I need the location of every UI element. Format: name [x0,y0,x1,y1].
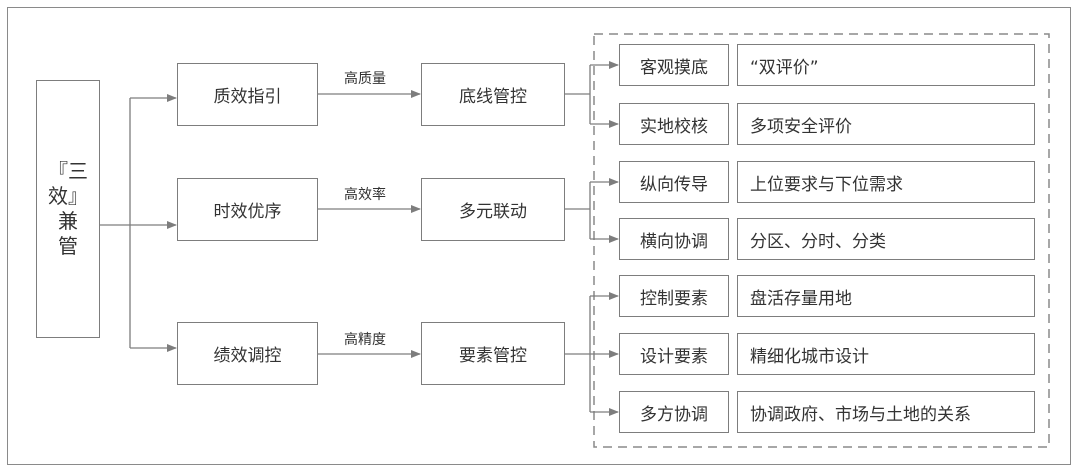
item-label-4: 横向协调 [619,218,729,260]
item-label-5: 控制要素 [619,275,729,317]
root-line-3: 兼 [58,209,78,233]
hub-node-multi-linkage: 多元联动 [421,178,565,241]
item-label-1: 客观摸底 [619,44,729,86]
item-label-6: 设计要素 [619,333,729,375]
hub-node-element-control: 要素管控 [421,322,565,385]
root-line-2: 效』 [48,184,88,208]
mid-node-quality-guidance: 质效指引 [177,63,318,126]
item-detail-2: 多项安全评价 [737,103,1035,145]
item-detail-1: “双评价” [737,44,1035,86]
item-detail-7: 协调政府、市场与土地的关系 [737,391,1035,433]
item-detail-3: 上位要求与下位需求 [737,161,1035,203]
item-label-2: 实地校核 [619,103,729,145]
mid-node-performance-control: 绩效调控 [177,322,318,385]
root-line-1: 『三 [48,159,88,183]
detail-group-dashed-border [593,33,1050,448]
item-detail-4: 分区、分时、分类 [737,218,1035,260]
item-label-3: 纵向传导 [619,161,729,203]
edge-label-high-efficiency: 高效率 [344,187,386,203]
item-detail-5: 盘活存量用地 [737,275,1035,317]
item-detail-6: 精细化城市设计 [737,333,1035,375]
mid-node-timeliness-priority: 时效优序 [177,178,318,241]
item-label-7: 多方协调 [619,391,729,433]
diagram-frame [7,7,1071,465]
edge-label-high-precision: 高精度 [344,332,386,348]
edge-label-high-quality: 高质量 [344,71,386,87]
root-line-4: 管 [58,234,78,258]
root-node: 『三 效』 兼 管 [36,80,100,338]
hub-node-baseline-control: 底线管控 [421,63,565,126]
